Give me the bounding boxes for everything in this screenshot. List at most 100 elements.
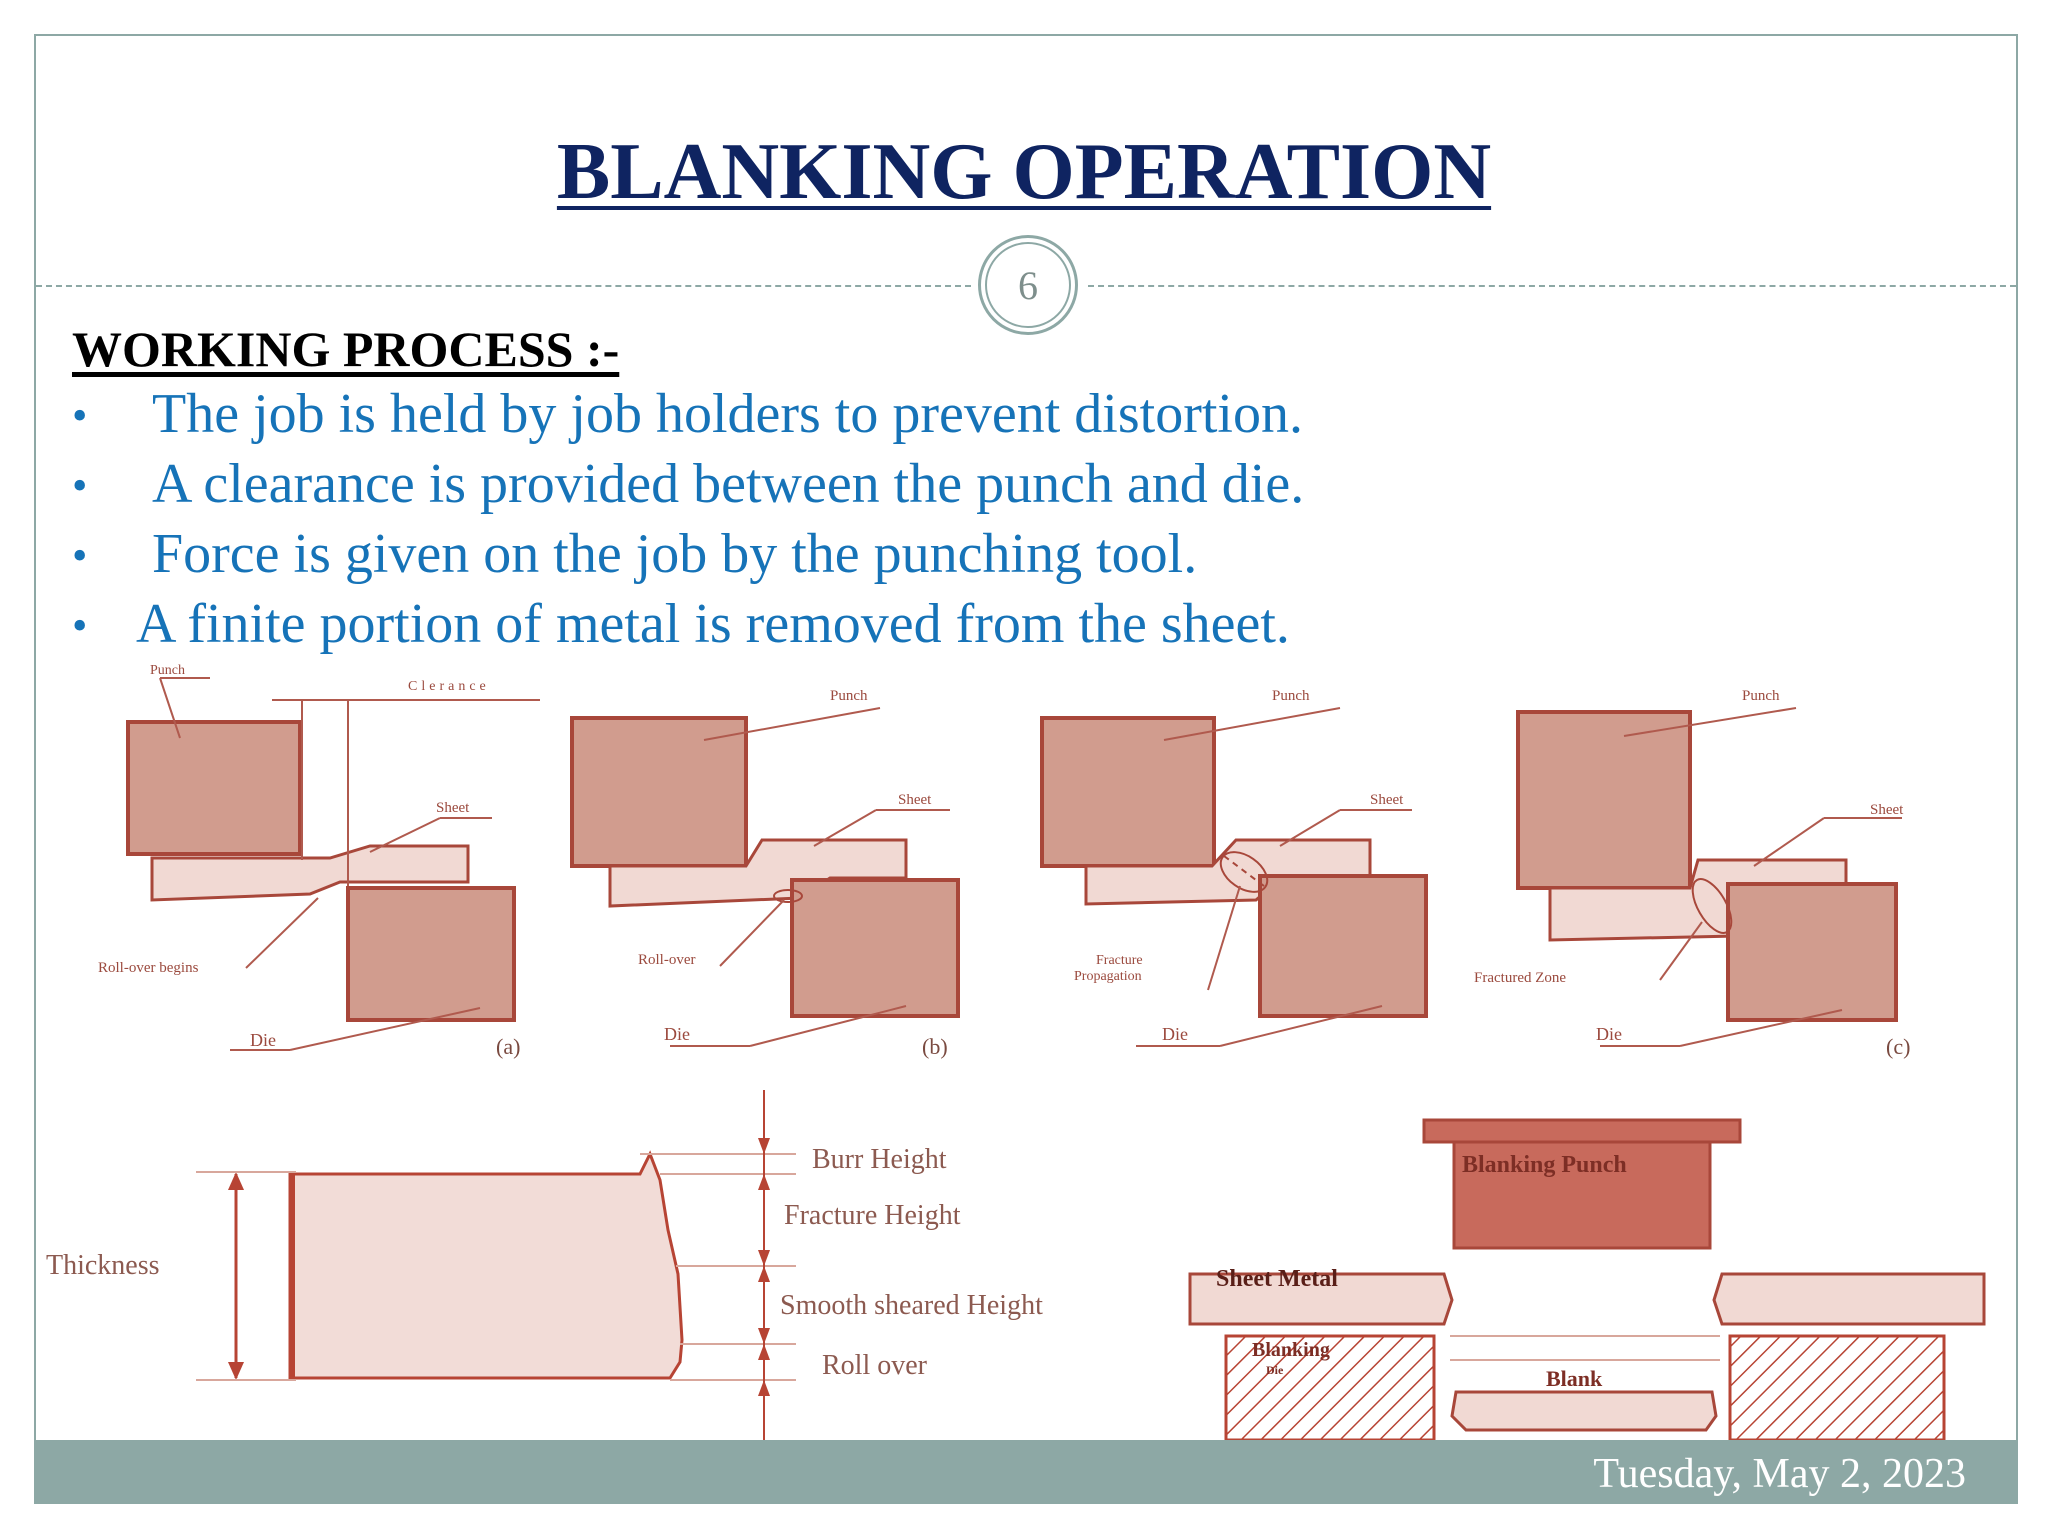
label-sheet: Sheet xyxy=(1870,802,1904,818)
label-smooth-sheared: Smooth sheared Height xyxy=(780,1290,1043,1321)
caption-a: (a) xyxy=(496,1034,520,1059)
label-rollover: Roll-over xyxy=(638,952,696,968)
fracture-leader xyxy=(1207,885,1241,991)
punch-shape xyxy=(126,720,302,856)
arrowhead xyxy=(228,1172,244,1190)
label-die: Die xyxy=(664,1024,690,1044)
title-divider-left xyxy=(36,285,971,287)
label-fractured-zone: Fractured Zone xyxy=(1474,970,1566,986)
sheet-metal-right xyxy=(1712,1272,1986,1326)
label-blank: Blank xyxy=(1546,1366,1603,1391)
blanking-setup: Blanking Punch Sheet Metal Blanking Die … xyxy=(1188,1118,1986,1442)
stage-c-fracture: Punch Sheet Fracture Propagation Die xyxy=(1040,688,1428,1047)
blanking-punch-shape xyxy=(1452,1140,1712,1250)
label-thickness: Thickness xyxy=(46,1250,160,1281)
bullet-text: Force is given on the job by the punchin… xyxy=(152,523,1198,585)
arrowhead xyxy=(758,1266,770,1282)
bullet-marker: • xyxy=(72,391,88,440)
label-sheet: Sheet xyxy=(898,792,932,808)
label-blanking-die-1: Blanking xyxy=(1252,1339,1330,1361)
label-punch: Punch xyxy=(1272,688,1310,704)
blanking-diagram: Punch Clerance Sheet Roll-over begins Di… xyxy=(46,663,1986,1450)
label-clearance: Clerance xyxy=(408,679,490,694)
arrowhead xyxy=(228,1362,244,1380)
label-fracture-1: Fracture xyxy=(1096,953,1143,968)
arrowhead xyxy=(758,1174,770,1190)
sheet-leader xyxy=(1279,809,1341,847)
blank-shape xyxy=(1450,1390,1718,1432)
label-die: Die xyxy=(250,1030,276,1050)
bullet-text: The job is held by job holders to preven… xyxy=(152,383,1303,445)
stage-b: Punch Sheet Roll-over Die (b) xyxy=(570,688,960,1059)
die-shape xyxy=(1258,874,1428,1018)
sheet-leader xyxy=(813,809,877,847)
sheet-shape xyxy=(150,844,470,902)
arrowhead xyxy=(758,1344,770,1360)
label-fracture-2: Propagation xyxy=(1074,969,1142,984)
sheared-edge-shape xyxy=(288,1150,684,1380)
footer-bar xyxy=(34,1440,2018,1504)
fracture-marker xyxy=(1219,851,1269,893)
sheet-metal-left xyxy=(1188,1272,1454,1326)
bullet-marker: • xyxy=(72,531,88,580)
label-sheet: Sheet xyxy=(436,800,470,816)
fracture-leader xyxy=(1659,921,1703,981)
die-leader xyxy=(749,1005,907,1047)
punch-shape xyxy=(1516,710,1692,890)
label-blanking-die-2: Die xyxy=(1266,1363,1284,1377)
label-sheet: Sheet xyxy=(1370,792,1404,808)
title-divider-right xyxy=(1088,285,2016,287)
slide-title: BLANKING OPERATION xyxy=(556,128,1492,216)
punch-shape xyxy=(570,716,748,868)
bullet-item: • Force is given on the job by the punch… xyxy=(72,520,1304,590)
bullet-marker: • xyxy=(72,461,88,510)
punch-cap xyxy=(1422,1118,1742,1144)
sheet-leader xyxy=(369,817,441,853)
edge-profile: Thickness Burr Height Fracture Height Sm… xyxy=(46,1090,1043,1450)
label-punch: Punch xyxy=(830,688,868,704)
label-die: Die xyxy=(1596,1024,1622,1044)
die-shape xyxy=(1726,882,1898,1022)
die-leader xyxy=(1679,1009,1843,1047)
fracture-zone-marker xyxy=(1691,878,1733,934)
arrowhead xyxy=(758,1138,770,1154)
arrowhead xyxy=(758,1250,770,1266)
rollover-leader xyxy=(245,897,319,969)
bullet-list: • The job is held by job holders to prev… xyxy=(72,380,1304,660)
slide-number-badge: 6 xyxy=(978,235,1078,335)
die-shape xyxy=(790,878,960,1018)
bullet-item: • A finite portion of metal is removed f… xyxy=(72,590,1304,660)
arrowhead xyxy=(758,1328,770,1344)
stage-c-fractured: Punch Sheet Fractured Zone Die (c) xyxy=(1474,688,1910,1059)
punch-leader xyxy=(703,707,881,741)
sheet-leader xyxy=(1753,817,1825,867)
stage-a: Punch Clerance Sheet Roll-over begins Di… xyxy=(98,663,540,1059)
caption-c: (c) xyxy=(1886,1034,1910,1059)
die-shape xyxy=(346,886,516,1022)
label-burr-height: Burr Height xyxy=(812,1144,947,1175)
label-sheet-metal: Sheet Metal xyxy=(1216,1266,1338,1292)
label-rollover-begins: Roll-over begins xyxy=(98,960,199,976)
bullet-item: • A clearance is provided between the pu… xyxy=(72,450,1304,520)
bullet-text: A finite portion of metal is removed fro… xyxy=(136,593,1290,655)
label-die: Die xyxy=(1162,1024,1188,1044)
die-leader xyxy=(1219,1005,1383,1047)
punch-leader xyxy=(159,677,181,739)
label-punch: Punch xyxy=(1742,688,1780,704)
punch-shape xyxy=(1040,716,1216,868)
label-blanking-punch: Blanking Punch xyxy=(1462,1152,1627,1178)
label-roll-over: Roll over xyxy=(822,1350,928,1381)
rollover-marker xyxy=(773,889,803,903)
section-heading: WORKING PROCESS :- xyxy=(72,321,620,377)
label-fracture-height: Fracture Height xyxy=(784,1200,961,1231)
blanking-die-right xyxy=(1728,1334,1946,1442)
die-leader xyxy=(289,1007,481,1051)
fracture-dashes xyxy=(1223,855,1265,887)
punch-leader xyxy=(1163,707,1341,741)
punch-leader xyxy=(1623,707,1797,737)
bullet-text: A clearance is provided between the punc… xyxy=(152,453,1305,515)
arrowhead xyxy=(758,1380,770,1396)
rollover-leader xyxy=(719,899,785,967)
caption-b: (b) xyxy=(922,1034,948,1059)
bullet-marker: • xyxy=(72,601,88,650)
